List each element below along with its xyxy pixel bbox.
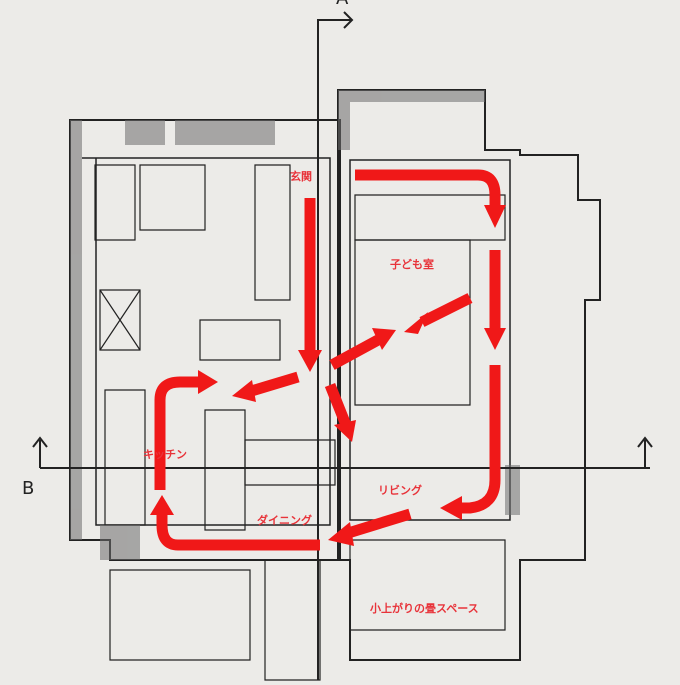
- bed: [354, 194, 506, 241]
- arrow-to-dining: [324, 382, 352, 428]
- section-mark-b: B: [22, 478, 35, 499]
- arrow-to-living: [460, 365, 501, 514]
- dining-table: [244, 439, 336, 486]
- circulation-arrows: [154, 169, 501, 551]
- arrow-dining-loop: [156, 515, 320, 551]
- lower-toilet: [264, 559, 321, 681]
- arrow-into-kids-room: [419, 293, 473, 327]
- lower-room: [109, 569, 251, 661]
- section-lines: [32, 11, 653, 680]
- tatami-area: [349, 539, 506, 631]
- arrowheads: [150, 205, 506, 546]
- kitchen-counter: [204, 409, 246, 531]
- sink: [199, 319, 281, 361]
- label-living: リビング: [378, 484, 422, 497]
- arrow-living-to-dining: [343, 508, 412, 540]
- arrow-kitchen-loop: [154, 376, 200, 490]
- label-entrance: 玄関: [290, 170, 312, 183]
- washroom: [139, 164, 206, 231]
- storage: [104, 389, 146, 526]
- right-unit-inner: [349, 159, 511, 521]
- label-dining: ダイニング: [257, 514, 312, 527]
- label-kids-room: 子ども室: [390, 258, 434, 271]
- left-unit-inner: [82, 157, 331, 526]
- label-kitchen: キッチン: [143, 448, 187, 461]
- arrow-to-kids-room: [329, 335, 381, 370]
- arrow-to-kitchen: [246, 371, 300, 398]
- bathtub: [94, 164, 136, 241]
- label-tatami-space: 小上がりの畳スペース: [370, 602, 479, 615]
- section-line-a: [317, 11, 354, 680]
- section-mark-a: A: [336, 0, 348, 9]
- hatched-walls: [70, 90, 520, 560]
- walls: [69, 89, 601, 681]
- arrow-top-loop: [355, 169, 501, 205]
- shoe-cabinet: [254, 164, 291, 301]
- section-line-b: [32, 436, 653, 469]
- shower: [99, 289, 141, 351]
